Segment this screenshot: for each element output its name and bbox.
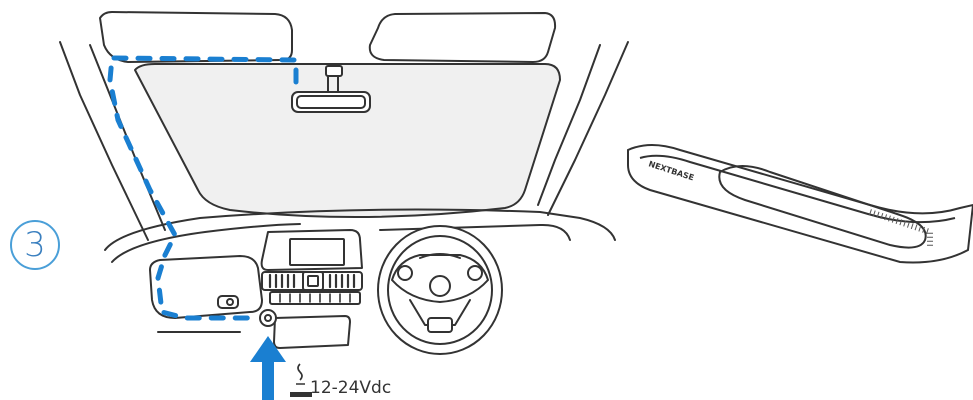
left-a-pillar-outer [59, 41, 149, 241]
right-a-pillar-inner [537, 44, 601, 206]
dash-right [379, 223, 571, 241]
left-sun-visor [99, 11, 293, 63]
power-socket [259, 309, 277, 327]
infotainment-screen [289, 238, 345, 266]
windscreen [134, 63, 561, 219]
step-number-badge: 3 [10, 220, 60, 270]
lower-console [273, 315, 351, 349]
cable-route [107, 55, 299, 321]
car-interior-drawing [59, 11, 629, 355]
dashboard-top [104, 208, 616, 251]
up-arrow-icon [250, 336, 286, 400]
trim-tool-drawing: NEXTBASE [627, 144, 973, 264]
right-a-pillar-outer [547, 41, 629, 216]
right-sun-visor [368, 12, 557, 63]
steering-wheel [377, 225, 503, 355]
voltage-label: 12-24Vdc [310, 378, 392, 398]
cigarette-lighter-icon [290, 363, 312, 397]
glovebox [149, 255, 263, 319]
mirror-base [325, 65, 343, 77]
button-row [269, 291, 361, 305]
